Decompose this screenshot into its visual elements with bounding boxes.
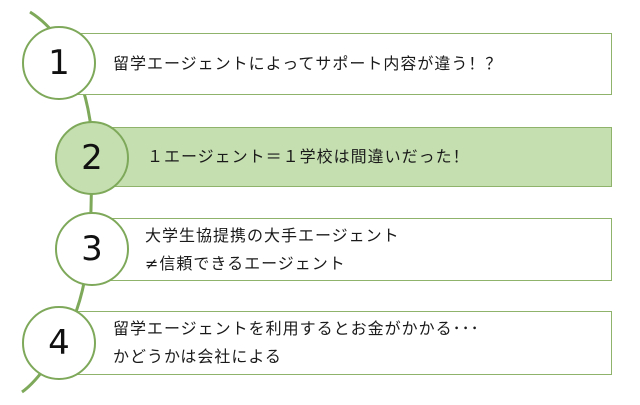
step-number-4: 4 [22,306,96,380]
step-2-line-1: １エージェント＝１学校は間違いだった！ [147,147,470,166]
step-4-line-1: 留学エージェントを利用するとお金がかかる･･･ [113,319,480,338]
step-box-3: 大学生協提携の大手エージェント ≠信頼できるエージェント [108,218,612,281]
step-number-2: 2 [55,121,129,195]
step-number-1: 1 [22,26,96,100]
step-4-line-2: かどうかは会社による [113,347,282,366]
step-number-3: 3 [55,212,129,286]
step-box-1: 留学エージェントによってサポート内容が違う！？ [76,33,612,95]
step-3-line-2: ≠信頼できるエージェント [145,253,346,273]
step-1-line-1: 留学エージェントによってサポート内容が違う！？ [113,54,503,73]
step-box-4: 留学エージェントを利用するとお金がかかる･･･ かどうかは会社による [76,311,612,375]
step-3-line-1: 大学生協提携の大手エージェント [145,225,400,245]
step-box-2: １エージェント＝１学校は間違いだった！ [108,127,612,187]
